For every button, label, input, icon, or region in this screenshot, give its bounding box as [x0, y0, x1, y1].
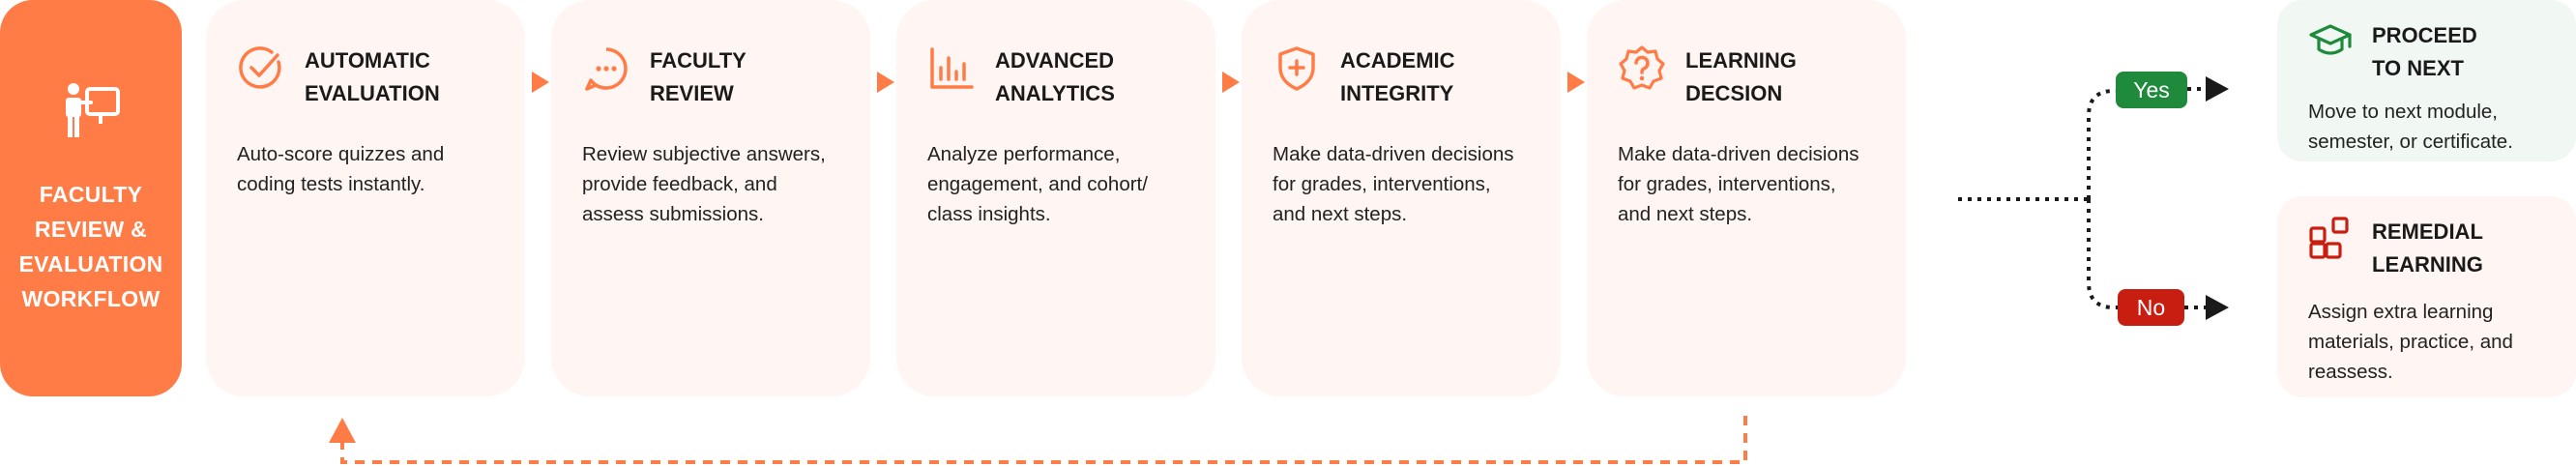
outcome-description: Move to next module, semester, or certif…: [2308, 101, 2513, 153]
chat-bubble-icon: [582, 44, 630, 93]
step-card-learning-decision: LEARNING DECSION Make data-driven decisi…: [1587, 0, 1906, 396]
blocks-icon: [2308, 216, 2353, 260]
step-description: Auto-score quizzes and coding tests inst…: [237, 143, 445, 195]
flow-arrow-icon: [1222, 72, 1240, 93]
outcome-description: Assign extra learning materials, practic…: [2308, 301, 2513, 383]
step-card-academic-integrity: ACADEMIC INTEGRITY Make data-driven deci…: [1242, 0, 1561, 396]
flow-arrow-icon: [532, 72, 549, 93]
yes-badge: Yes: [2116, 72, 2187, 108]
no-arrowhead: [2206, 295, 2229, 320]
question-badge-icon: [1618, 44, 1666, 93]
outcome-card-proceed: PROCEED TO NEXT Move to next module, sem…: [2277, 0, 2576, 161]
step-description: Analyze performance, engagement, and coh…: [927, 143, 1148, 225]
step-description: Make data-driven decisions for grades, i…: [1273, 143, 1514, 225]
step-description: Review subjective answers, provide feedb…: [582, 143, 826, 225]
outcome-title: PROCEED TO NEXT: [2372, 23, 2477, 80]
outcome-title: REMEDIAL LEARNING: [2372, 219, 2483, 277]
outcome-card-remedial: REMEDIAL LEARNING Assign extra learning …: [2277, 196, 2576, 397]
step-title: ADVANCED ANALYTICS: [995, 48, 1115, 105]
step-title: ACADEMIC INTEGRITY: [1340, 48, 1455, 105]
bar-chart-icon: [927, 44, 976, 93]
step-card-faculty-review: FACULTY REVIEW Review subjective answers…: [551, 0, 870, 396]
branch-yes-line: [2087, 89, 2118, 199]
step-title: LEARNING DECSION: [1685, 48, 1797, 105]
yes-arrowhead: [2206, 76, 2229, 102]
step-card-automatic-evaluation: AUTOMATIC EVALUATION Auto-score quizzes …: [206, 0, 525, 396]
step-description: Make data-driven decisions for grades, i…: [1618, 143, 1859, 225]
step-title: FACULTY REVIEW: [650, 48, 746, 105]
no-badge: No: [2118, 289, 2184, 326]
workflow-hero-block: FACULTY REVIEW & EVALUATION WORKFLOW: [0, 0, 182, 396]
step-card-advanced-analytics: ADVANCED ANALYTICS Analyze performance, …: [896, 0, 1215, 396]
presenter-board-icon: [60, 81, 122, 177]
flow-arrow-icon: [877, 72, 894, 93]
step-title: AUTOMATIC EVALUATION: [305, 48, 440, 105]
flow-arrow-icon: [1567, 72, 1585, 93]
branch-no-line: [2087, 199, 2118, 309]
check-circle-icon: [237, 44, 285, 93]
feedback-loop-arrowhead: [329, 418, 356, 443]
shield-plus-icon: [1273, 44, 1321, 93]
feedback-loop-line: [340, 416, 1747, 464]
graduation-cap-icon: [2308, 19, 2353, 64]
hero-title: FACULTY REVIEW & EVALUATION WORKFLOW: [18, 181, 163, 311]
